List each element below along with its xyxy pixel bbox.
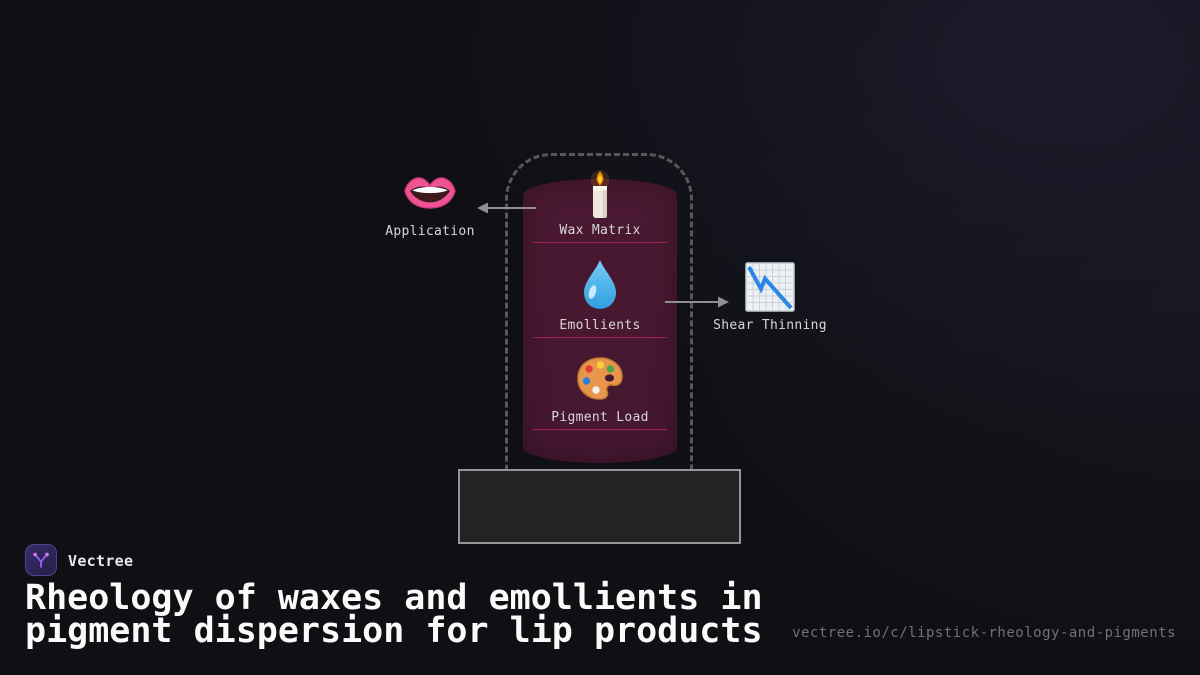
title-line-1: Rheology of waxes and emollients in — [25, 578, 763, 618]
arrow-right-icon — [665, 294, 729, 308]
droplet-icon — [578, 258, 622, 310]
vectree-logo-icon — [25, 544, 57, 576]
arrow-left-icon — [477, 200, 537, 214]
emollients-label: Emollients — [533, 318, 667, 338]
footer-url: vectree.io/c/lipstick-rheology-and-pigme… — [792, 625, 1176, 641]
application-label: Application — [385, 224, 475, 239]
pigment-load-label: Pigment Load — [533, 410, 667, 430]
palette-icon — [576, 356, 624, 402]
lipstick-bullet — [523, 179, 677, 463]
brand-name: Vectree — [68, 552, 134, 570]
wax-matrix-label: Wax Matrix — [533, 223, 667, 243]
lips-icon — [403, 173, 457, 211]
lipstick-tube-outline — [505, 153, 693, 469]
page-title: Rheology of waxes and emollients in pigm… — [25, 578, 885, 651]
candle-icon — [578, 170, 622, 220]
lipstick-base — [458, 469, 741, 544]
chart-decreasing-icon — [745, 262, 795, 312]
title-line-2: pigment dispersion for lip products — [25, 611, 763, 651]
shear-thinning-label: Shear Thinning — [713, 318, 827, 333]
